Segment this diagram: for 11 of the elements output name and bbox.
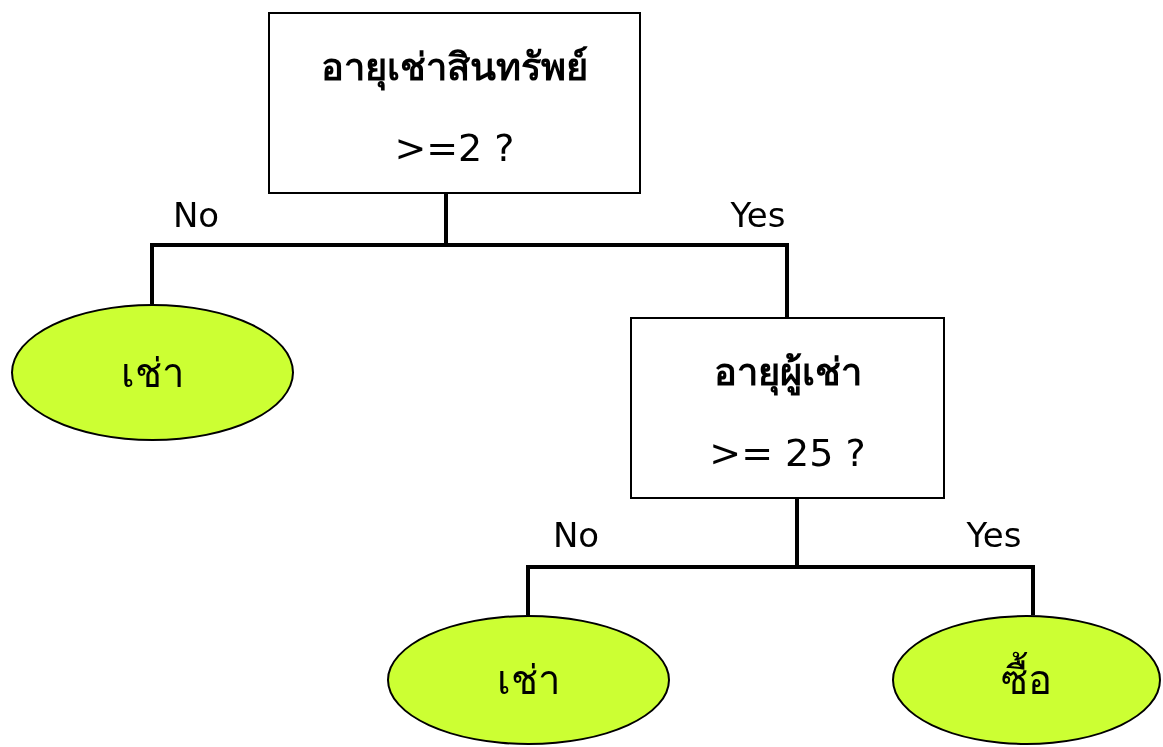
condition-label: >= 25 ?: [709, 430, 866, 475]
question-label: อายุเช่าสินทรัพย์: [321, 44, 588, 93]
outcome-label: เช่า: [121, 348, 184, 398]
question-label: อายุผู้เช่า: [713, 349, 862, 398]
connector-line: [795, 499, 1035, 615]
condition-label: >=2 ?: [394, 125, 515, 170]
outcome-label: ซื้อ: [1001, 648, 1052, 712]
outcome-label: เช่า: [497, 656, 560, 705]
decision-box: [630, 317, 945, 499]
connector-line: [444, 194, 789, 317]
decision-box: [268, 12, 641, 194]
